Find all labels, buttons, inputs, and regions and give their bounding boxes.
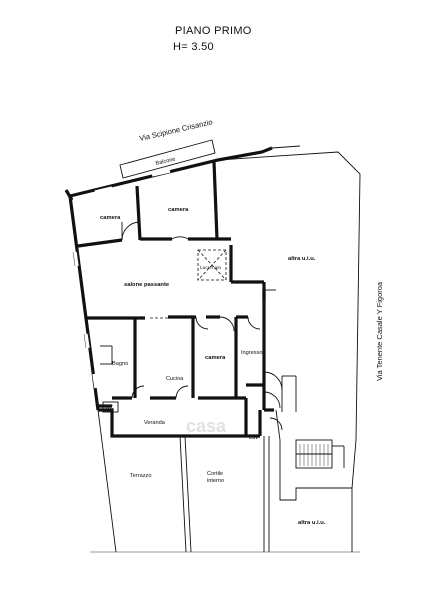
ingresso-label: Ingresso: [241, 350, 262, 356]
camera-center-label: camera: [205, 355, 226, 361]
courtyard-outlines: [90, 409, 360, 553]
skylight: [197, 249, 227, 281]
cortile-label: Cortile interno: [207, 471, 225, 484]
terrazzo-label: Terrazzo: [130, 473, 151, 479]
salone-label: salone passante: [124, 282, 170, 288]
lucernaio-label: Lucernaio: [200, 265, 221, 271]
doors: [121, 221, 297, 431]
staircase: [295, 439, 345, 469]
street-east-label: Via Tenente Casale Y Figoroa: [375, 281, 384, 381]
cucina-label: Cucina: [166, 376, 184, 382]
balcony: [119, 139, 216, 179]
camera-right-label: camera: [168, 207, 189, 213]
camera-left-label: camera: [100, 215, 121, 221]
wc-label: WC: [105, 405, 114, 411]
interior-walls: [77, 161, 274, 436]
altra-uiu-bottom-label: altra u.i.u.: [298, 520, 326, 526]
bagno-label: Bagno: [112, 361, 128, 367]
wc-box: [102, 401, 119, 413]
floor-height: H= 3.50: [173, 41, 214, 53]
street-north-label: Via Scipione Crisanzio: [138, 117, 213, 143]
altra-uiu-top-label: altra u.i.u.: [288, 256, 316, 262]
windows: [72, 169, 171, 389]
lav-label: Lav: [249, 435, 258, 441]
salone-openings: [100, 317, 168, 365]
neighbour-unit-top: [217, 145, 361, 441]
veranda-label: Veranda: [144, 420, 166, 426]
watermark: casa: [186, 416, 227, 436]
balcony-label: Balcone: [155, 157, 176, 167]
apartment-walls: [64, 146, 273, 438]
plan-title: PIANO PRIMO: [175, 25, 252, 37]
